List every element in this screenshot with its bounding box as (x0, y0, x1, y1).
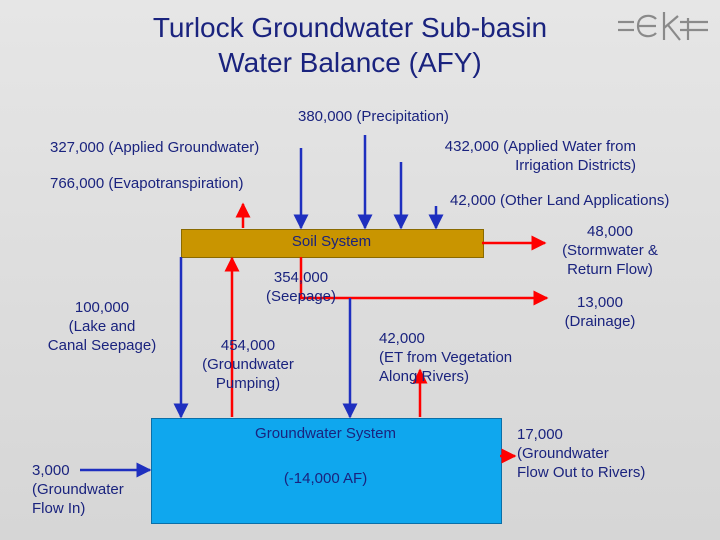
pumping-line-1: 454,000 (220, 337, 276, 354)
et-veg-line-2: (ET from Vegetation (379, 348, 513, 366)
groundwater-change-label: (-14,000 AF) (283, 470, 368, 487)
other-land-label: 42,000 (Other Land Applications) (450, 192, 670, 209)
applied-groundwater-label: 327,000 (Applied Groundwater) (50, 139, 260, 156)
stormwater-line-1: 48,000 (587, 223, 633, 240)
stormwater-line-3: Return Flow) (567, 260, 653, 278)
et-veg-line-1: 42,000 (379, 330, 425, 347)
pumping-line-2: (Groundwater (202, 355, 294, 373)
stormwater-line-2: (Stormwater & (562, 241, 658, 259)
seepage-line-1: 354,000 (273, 269, 329, 286)
flow-in-line-2: (Groundwater (32, 480, 124, 498)
flow-out-label: 17,000 (Groundwater Flow Out to Rivers) (517, 426, 645, 482)
precipitation-label: 380,000 (Precipitation) (298, 108, 449, 125)
soil-system-label: Soil System (291, 233, 372, 250)
applied-water-line-2: Irrigation Districts) (515, 156, 636, 174)
seepage-label: 354,000 (Seepage) (251, 269, 351, 307)
pumping-line-3: Pumping) (215, 374, 281, 392)
drainage-label: 13,000 (Drainage) (548, 294, 652, 332)
stormwater-label: 48,000 (Stormwater & Return Flow) (545, 223, 675, 279)
flow-out-line-1: 17,000 (517, 426, 563, 443)
lake-line-1: 100,000 (74, 299, 130, 316)
pumping-label: 454,000 (Groundwater Pumping) (186, 337, 310, 393)
flow-in-line-1: 3,000 (32, 462, 70, 479)
title-line-2: Water Balance (AFY) (218, 47, 482, 78)
lake-line-3: Canal Seepage) (47, 336, 157, 354)
flow-out-line-2: (Groundwater (517, 444, 609, 462)
applied-water-line-1: 432,000 (Applied Water from (444, 138, 636, 155)
eki-logo-mark (618, 12, 708, 41)
soil-system-box (181, 229, 484, 258)
eki-logo (618, 8, 708, 44)
lake-seepage-label: 100,000 (Lake and Canal Seepage) (32, 299, 172, 355)
flow-in-line-3: Flow In) (32, 499, 86, 517)
et-vegetation-label: 42,000 (ET from Vegetation Along Rivers) (379, 330, 512, 386)
page-title: Turlock Groundwater Sub-basin Water Bala… (90, 10, 610, 80)
groundwater-system-label: Groundwater System (255, 425, 396, 442)
title-line-1: Turlock Groundwater Sub-basin (152, 12, 548, 43)
applied-water-label: 432,000 (Applied Water from Irrigation D… (380, 138, 636, 176)
drainage-line-1: 13,000 (577, 294, 623, 311)
groundwater-system-box (151, 418, 502, 524)
flow-out-line-3: Flow Out to Rivers) (517, 463, 646, 481)
et-veg-line-3: Along Rivers) (379, 367, 470, 385)
flow-in-label: 3,000 (Groundwater Flow In) (32, 462, 124, 518)
lake-line-2: (Lake and (68, 317, 136, 335)
drainage-line-2: (Drainage) (564, 312, 636, 330)
evapotranspiration-label: 766,000 (Evapotranspiration) (50, 175, 244, 192)
seepage-line-2: (Seepage) (265, 287, 337, 305)
seepage-line (299, 257, 350, 300)
